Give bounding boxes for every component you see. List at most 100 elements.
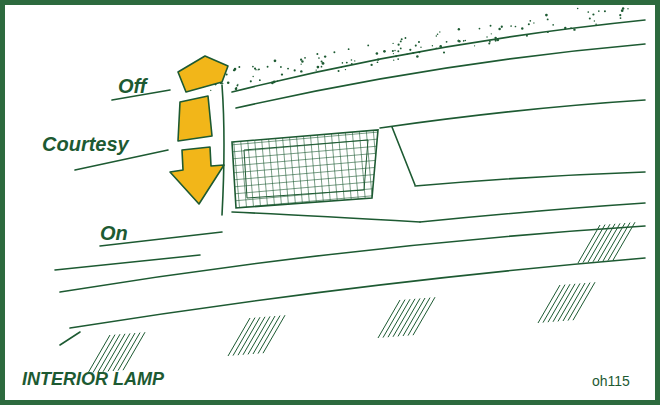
stipple-dot [348, 48, 350, 50]
switch-off-position [178, 56, 228, 92]
stipple-dot [392, 50, 394, 52]
headliner-lines [55, 20, 645, 345]
stipple-dot [370, 64, 372, 66]
hatch-stroke [568, 283, 590, 321]
stipple-dot [250, 80, 252, 82]
stipple-dot [501, 26, 503, 28]
stipple-dot [474, 45, 475, 46]
stipple-dot [409, 49, 411, 51]
hatch-stroke [243, 317, 265, 355]
hatch-stroke [538, 285, 560, 323]
hatch-stroke [378, 300, 400, 338]
stipple-dot [254, 67, 256, 69]
stipple-dot [259, 79, 261, 81]
stipple-dot [321, 66, 323, 68]
stipple-dot [439, 31, 440, 32]
hatch-stroke [383, 300, 405, 338]
stipple-dot [294, 69, 296, 71]
stipple-dot [338, 70, 340, 72]
stipple-dot [236, 85, 238, 87]
stipple-dot [510, 25, 512, 27]
stipple-dot [258, 68, 260, 70]
stipple-dot [222, 83, 223, 84]
stipple-dot [415, 45, 417, 47]
stipple-dot [315, 69, 316, 70]
hatch-stroke [563, 283, 585, 321]
stipple-dot [479, 28, 481, 30]
stipple-dot [383, 50, 386, 53]
switch [170, 56, 228, 204]
stipple-dot [235, 88, 238, 91]
figure-caption: INTERIOR LAMP [22, 370, 164, 388]
shading-hatch [88, 222, 635, 373]
stipple-dot [416, 55, 419, 58]
stipple-dot [287, 68, 289, 70]
stipple-dot [367, 45, 369, 47]
stipple-dot [345, 69, 346, 70]
hatch-stroke [113, 333, 135, 371]
stipple-dot [490, 25, 492, 27]
stipple-dot [598, 10, 600, 12]
hatch-stroke [613, 222, 635, 260]
stipple-dot [255, 69, 257, 71]
stipple-dot [324, 55, 326, 57]
stipple-dot [392, 43, 393, 44]
stipple-dot [594, 20, 595, 21]
figure-code: oh115 [592, 374, 630, 388]
hatch-stroke [578, 225, 600, 263]
stipple-dot [498, 28, 501, 31]
stipple-dot [592, 13, 594, 15]
stipple-dot [342, 62, 344, 64]
stipple-dot [457, 40, 458, 41]
stipple-dot [604, 10, 606, 12]
stipple-dot [351, 59, 353, 61]
stipple-dot [397, 50, 399, 52]
hatch-stroke [258, 316, 280, 354]
stipple-dot [234, 68, 237, 71]
hatch-stroke [238, 317, 260, 355]
lens-inner [244, 140, 368, 198]
stipple-dot [274, 59, 277, 62]
hatch-stroke [588, 224, 610, 262]
hatch-stroke [398, 298, 420, 336]
stipple-dot [547, 18, 549, 20]
hatch-stroke [388, 299, 410, 337]
stipple-dot [533, 22, 534, 23]
hatch-stroke [548, 284, 570, 322]
stipple-dot [321, 60, 323, 62]
stipple-dot [463, 40, 465, 42]
hatch-stroke [118, 333, 140, 371]
stipple-dot [489, 41, 491, 43]
stipple-dot [465, 40, 467, 42]
stipple-dot [300, 70, 302, 72]
stipple-dot [236, 87, 237, 88]
stipple-dot [488, 42, 490, 44]
frame [3, 3, 658, 403]
stipple-dot [400, 47, 402, 49]
hatch-stroke [608, 223, 630, 261]
stipple-dot [443, 51, 445, 53]
hatch-stroke [558, 283, 580, 321]
hatch-stroke [233, 318, 255, 356]
stipple-dot [398, 44, 400, 46]
stipple-dot [401, 38, 403, 40]
stipple-dot [210, 90, 211, 91]
stipple-dot [233, 69, 235, 71]
stipple-dot [376, 52, 379, 55]
hatch-stroke [598, 223, 620, 261]
stipple-dot [491, 33, 492, 34]
stipple-dot [589, 17, 591, 19]
stipple-dot [521, 27, 523, 29]
stipple-dot [238, 66, 240, 68]
switch-position-label: On [100, 223, 128, 243]
stipple-dot [316, 53, 318, 55]
stipple-dot [622, 7, 624, 9]
stipple-dot [280, 66, 282, 68]
stipple-dot [267, 66, 269, 68]
lamp-lens [232, 130, 378, 208]
hatch-stroke [228, 318, 250, 356]
stipple-dot [545, 14, 548, 17]
stipple-dot [397, 58, 399, 60]
hatch-stroke [93, 335, 115, 373]
